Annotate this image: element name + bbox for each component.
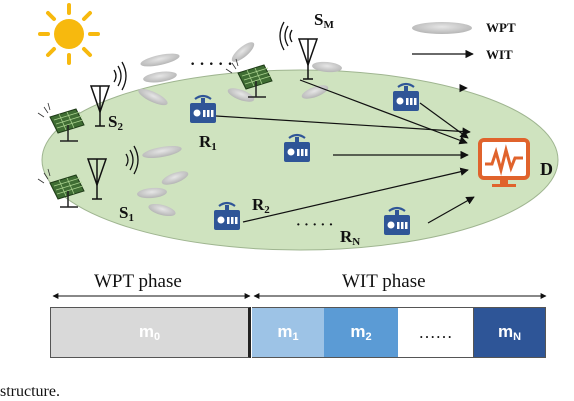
wit-phase-label: WIT phase bbox=[342, 271, 426, 292]
label-r1: R1 bbox=[199, 132, 217, 153]
ellipsis-relays: · · · · · bbox=[296, 218, 333, 233]
sun-icon bbox=[38, 3, 100, 65]
legend-wpt-label: WPT bbox=[486, 20, 516, 35]
label-s1: S1 bbox=[119, 203, 134, 224]
slot-m2: m2 bbox=[324, 307, 398, 358]
label-s2: S2 bbox=[108, 112, 123, 133]
ellipsis-sources: · · · · · bbox=[190, 56, 233, 73]
caption-text: structure. bbox=[0, 383, 60, 400]
legend-wit-label: WIT bbox=[486, 47, 513, 62]
label-sm: SM bbox=[314, 10, 334, 31]
label-r2: R2 bbox=[252, 195, 270, 216]
signal-waves-icon bbox=[279, 21, 293, 51]
label-rn: RN bbox=[340, 227, 361, 248]
wpt-energy-beams bbox=[137, 42, 342, 217]
slot-ellipsis: …… bbox=[398, 307, 473, 358]
legend-wpt-swatch bbox=[412, 22, 472, 34]
wpt-phase-label: WPT phase bbox=[94, 271, 182, 292]
destination-monitor-icon bbox=[478, 138, 530, 187]
slot-mn: mN bbox=[473, 307, 546, 358]
wit-links bbox=[215, 79, 475, 224]
label-d: D bbox=[540, 159, 553, 179]
slot-m1: m1 bbox=[252, 307, 324, 358]
slot-m0: m0 bbox=[50, 307, 251, 358]
signal-waves-icon bbox=[113, 61, 127, 91]
